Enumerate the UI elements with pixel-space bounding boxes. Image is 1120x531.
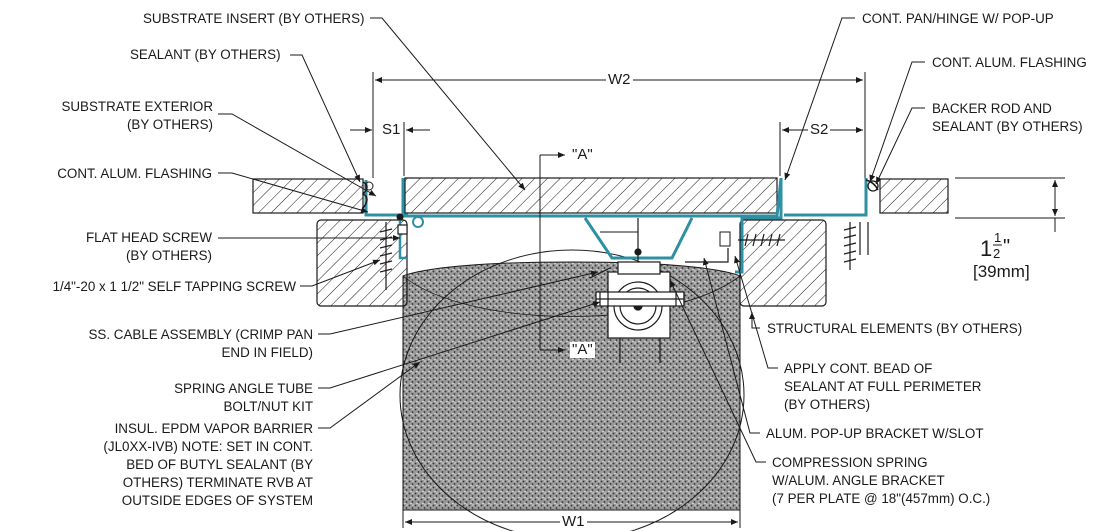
- label-flat-head-screw-1: FLAT HEAD SCREW: [86, 230, 212, 245]
- label-ss-cable-1: SS. CABLE ASSEMBLY (CRIMP PAN: [88, 327, 314, 342]
- label-substrate-insert: SUBSTRATE INSERT (BY OTHERS): [143, 11, 365, 26]
- leader-lines: [218, 17, 925, 463]
- dim-s2: S2: [808, 121, 831, 138]
- label-insul-2: (JL0XX-IVB) NOTE: SET IN CONT.: [103, 439, 313, 454]
- label-compression-3: (7 PER PLATE @ 18"(457mm) O.C.): [772, 491, 991, 506]
- section-marker-top: "A": [570, 146, 595, 163]
- dim-height-inch: ": [1003, 236, 1011, 258]
- structural-left: [316, 219, 408, 307]
- label-insul-4: OTHERS) TERMINATE RVB AT: [122, 475, 313, 490]
- popup-bracket: [583, 217, 694, 260]
- cont-pan: [401, 177, 783, 218]
- dim-height-num: 1: [994, 230, 1002, 245]
- label-ss-cable-2: END IN FIELD): [221, 345, 313, 360]
- spring-assembly: [589, 218, 685, 363]
- label-substrate-exterior-2: (BY OTHERS): [126, 117, 213, 132]
- dim-w1: W1: [560, 513, 587, 530]
- dimension-s1: [350, 122, 430, 176]
- label-sealant: SEALANT (BY OTHERS): [130, 47, 281, 62]
- label-backer-rod-1: BACKER ROD AND: [932, 101, 1052, 116]
- label-structural: STRUCTURAL ELEMENTS (BY OTHERS): [767, 321, 1023, 336]
- dim-height-whole: 1: [980, 236, 993, 261]
- label-self-tapping-screw: 1/4"-20 x 1 1/2" SELF TAPPING SCREW: [52, 279, 296, 294]
- substrate-insert: [404, 177, 778, 214]
- dim-height-den: 2: [993, 246, 1001, 261]
- label-compression-1: COMPRESSION SPRING: [772, 455, 928, 470]
- label-apply-bead-2: SEALANT AT FULL PERIMETER: [784, 379, 982, 394]
- label-insul-3: BED OF BUTYL SEALANT (BY: [126, 457, 313, 472]
- label-cont-pan: CONT. PAN/HINGE W/ POP-UP: [862, 11, 1054, 26]
- label-popup-bracket: ALUM. POP-UP BRACKET W/SLOT: [766, 426, 984, 441]
- label-spring-tube-2: BOLT/NUT KIT: [223, 399, 313, 414]
- self-tapping-screw: [379, 222, 408, 290]
- flat-head-screw: [738, 222, 869, 270]
- label-cont-alum-flashing-right: CONT. ALUM. FLASHING: [932, 55, 1087, 70]
- label-substrate-exterior-1: SUBSTRATE EXTERIOR: [61, 99, 213, 114]
- label-backer-rod-2: SEALANT (BY OTHERS): [932, 119, 1083, 134]
- label-cont-alum-flashing-left: CONT. ALUM. FLASHING: [57, 166, 212, 181]
- dim-height-mm: [39mm]: [973, 262, 1030, 281]
- label-flat-head-screw-2: (BY OTHERS): [125, 248, 212, 263]
- section-marker-bottom: "A": [570, 341, 595, 358]
- dimension-height: [955, 177, 1065, 232]
- label-insul-5: OUTSIDE EDGES OF SYSTEM: [121, 493, 313, 508]
- label-apply-bead-1: APPLY CONT. BEAD OF: [784, 361, 933, 376]
- label-spring-tube-1: SPRING ANGLE TUBE: [174, 381, 313, 396]
- label-compression-2: W/ALUM. ANGLE BRACKET: [772, 473, 945, 488]
- label-apply-bead-3: (BY OTHERS): [784, 397, 871, 412]
- dim-s1: S1: [380, 121, 403, 138]
- structural-right: [739, 219, 827, 307]
- substrate-right: [879, 178, 949, 214]
- dim-w2: W2: [606, 71, 633, 88]
- label-insul-1: INSUL. EPDM VAPOR BARRIER: [114, 421, 313, 436]
